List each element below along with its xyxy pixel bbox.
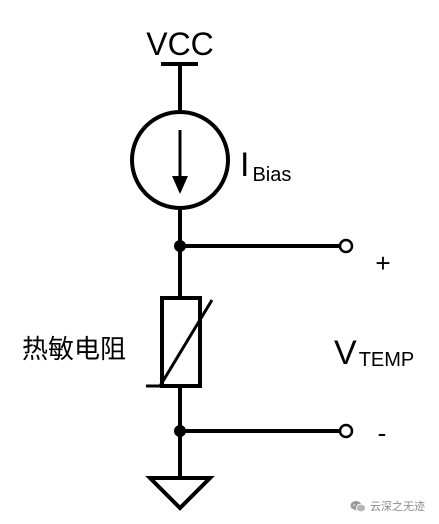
watermark-text: 云深之无迹 [370,500,425,513]
thermistor-slash [146,299,214,388]
positive-terminal [338,238,354,254]
thermistor-label: 热敏电阻 [22,335,126,365]
ground-symbol [145,476,215,511]
negative-terminal-label: - [378,418,387,448]
vtemp-subscript: TEMP [359,349,415,371]
positive-terminal-label: + [375,248,390,278]
vtemp-symbol: V [334,334,357,372]
negative-terminal [338,423,354,439]
ibias-symbol: I [240,146,249,184]
vcc-label: VCC [146,26,214,62]
watermark: 云深之无迹 [350,498,425,514]
ibias-subscript: Bias [252,164,291,186]
wechat-icon [350,500,366,512]
current-arrow-head [172,176,188,194]
